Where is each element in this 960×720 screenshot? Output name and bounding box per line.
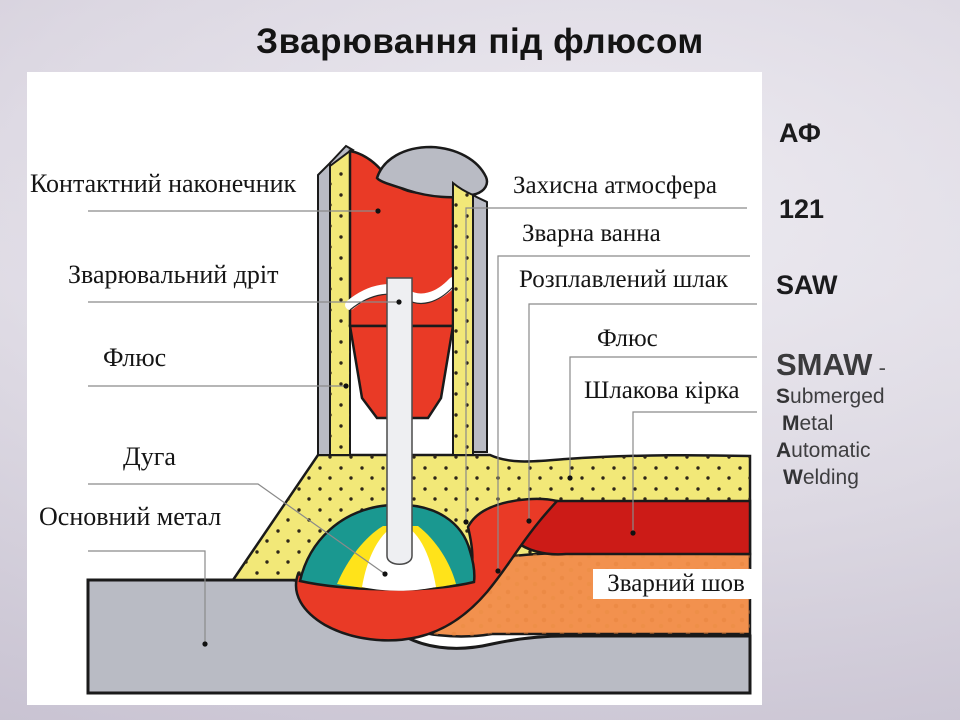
code-af: АФ — [779, 118, 821, 148]
smaw-initial-s: S — [776, 385, 791, 408]
tube-right-wall — [472, 193, 488, 453]
leader-lines — [88, 207, 757, 644]
smaw-heading: SMAW - — [776, 347, 886, 383]
smaw-rest-m: etal — [799, 412, 834, 435]
tube-right-flux-dots — [453, 183, 473, 455]
smaw-initial-w: W — [783, 466, 803, 489]
tube-cap — [375, 145, 489, 199]
smaw-expansion-automatic: Automatic — [776, 439, 871, 463]
code-saw: SAW — [776, 270, 838, 300]
tube-left-wall — [317, 160, 331, 456]
smaw-rest-a: utomatic — [791, 439, 871, 462]
smaw-dash: - — [878, 355, 886, 380]
smaw-expansion-welding: Welding — [783, 466, 859, 490]
smaw-rest-s: ubmerged — [790, 385, 885, 408]
smaw-expansion-metal: Metal — [782, 412, 833, 436]
smaw-expansion-submerged: Submerged — [776, 385, 885, 409]
code-121: 121 — [779, 194, 825, 224]
smaw-rest-w: elding — [802, 466, 859, 489]
leader-dots — [202, 208, 636, 647]
smaw-initial-m: M — [782, 412, 800, 435]
smaw-initial-a: A — [776, 439, 792, 462]
welding-wire — [386, 277, 413, 565]
smaw-abbr: SMAW — [776, 347, 873, 382]
tube-left-flux-dots — [330, 151, 350, 455]
slide-title: Зварювання під флюсом — [256, 22, 704, 61]
